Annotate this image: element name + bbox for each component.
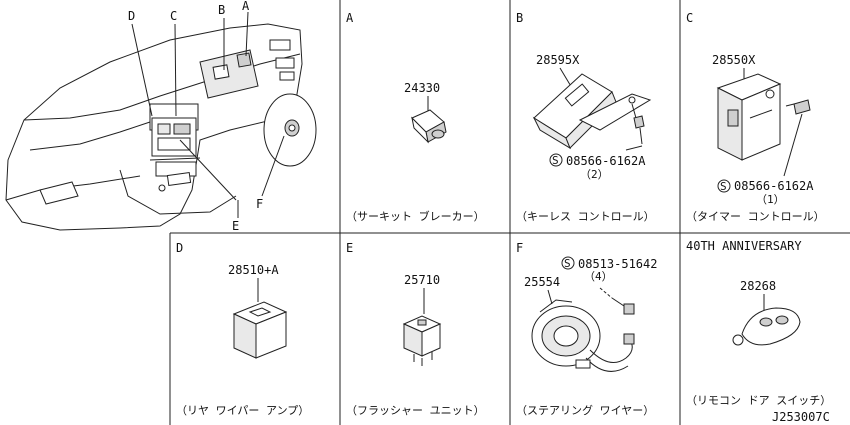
panel-f-caption: （ステアリング ワイヤー） — [516, 403, 654, 417]
panel-c-screw-mark — [717, 179, 731, 193]
anniversary-part-number: 28268 — [740, 279, 776, 293]
panel-a: A 24330 （サーキット ブレーカー） — [346, 11, 485, 223]
panel-c-screw-qty: （1） — [756, 193, 785, 206]
panel-a-caption: （サーキット ブレーカー） — [346, 209, 485, 223]
panel-f-screw-mark — [561, 256, 575, 270]
panel-d: D 28510+A （リヤ ワイパー アンプ） — [176, 241, 309, 417]
panel-f: F S 08513-51642 （4） 25554 （ステアリング ワイヤー） — [516, 241, 657, 417]
panel-f-screw-qty: （4） — [584, 270, 613, 283]
panel-c-screw-s: S — [720, 180, 727, 193]
bolt-b-drawing — [625, 115, 645, 151]
panel-b-caption: （キーレス コントロール） — [516, 210, 655, 223]
overview-label-d: D — [128, 9, 135, 23]
panel-f-screw-s: S — [564, 257, 571, 270]
panel-b-part-number: 28595X — [536, 53, 580, 67]
panel-d-caption: （リヤ ワイパー アンプ） — [176, 404, 309, 417]
anniversary-caption: （リモコン ドア スイッチ） — [686, 394, 831, 407]
flasher-unit-drawing — [402, 315, 442, 366]
panel-b-screw-s: S — [552, 154, 559, 167]
panel-grid — [169, 0, 850, 425]
panel-c-caption: （タイマー コントロール） — [686, 210, 825, 223]
panel-e-letter: E — [346, 241, 353, 255]
panel-c-screw-number: 08566-6162A — [734, 179, 814, 193]
panel-b-screw-mark — [549, 153, 563, 167]
panel-b-screw-qty: （2） — [580, 168, 609, 181]
drawing-code: J253007C — [772, 410, 830, 424]
bolt-c-drawing — [783, 99, 811, 177]
panel-c-part-number: 28550X — [712, 53, 756, 67]
circuit-breaker-drawing — [411, 109, 447, 144]
overview-label-b: B — [218, 3, 225, 17]
panel-d-part-number: 28510+A — [228, 263, 279, 277]
panel-anniversary: 40TH ANNIVERSARY 28268 （リモコン ドア スイッチ） — [686, 239, 831, 407]
steering-wire-drawing — [531, 299, 635, 372]
timer-control-unit-drawing — [716, 73, 782, 161]
panel-b-letter: B — [516, 11, 523, 25]
keyless-control-unit-drawing — [532, 73, 652, 150]
dashboard-overview: D C B A E F — [5, 0, 317, 233]
anniversary-title: 40TH ANNIVERSARY — [686, 239, 802, 253]
panel-e-part-number: 25710 — [404, 273, 440, 287]
bolt-f-drawing — [599, 287, 635, 315]
overview-label-f: F — [256, 197, 263, 211]
panel-b-screw-number: 08566-6162A — [566, 154, 646, 168]
panel-f-part-number: 25554 — [524, 275, 560, 289]
rear-wiper-amp-drawing — [232, 301, 288, 359]
panel-f-letter: F — [516, 241, 523, 255]
overview-label-e: E — [232, 219, 239, 233]
panel-b: B 28595X S 08566-6162A （2） （キーレス コントロール） — [516, 11, 655, 223]
overview-label-c: C — [170, 9, 177, 23]
panel-f-screw-number: 08513-51642 — [578, 257, 657, 271]
remote-key-fob-drawing — [732, 307, 801, 346]
panel-c-letter: C — [686, 11, 693, 25]
panel-d-letter: D — [176, 241, 183, 255]
panel-a-letter: A — [346, 11, 354, 25]
panel-c: C 28550X S 08566-6162A （1） （タイマー コントロール） — [686, 11, 825, 223]
panel-e: E 25710 （フラッシャー ユニット） — [346, 241, 485, 417]
overview-label-a: A — [242, 0, 250, 13]
panel-e-caption: （フラッシャー ユニット） — [346, 404, 485, 417]
panel-a-part-number: 24330 — [404, 81, 440, 95]
